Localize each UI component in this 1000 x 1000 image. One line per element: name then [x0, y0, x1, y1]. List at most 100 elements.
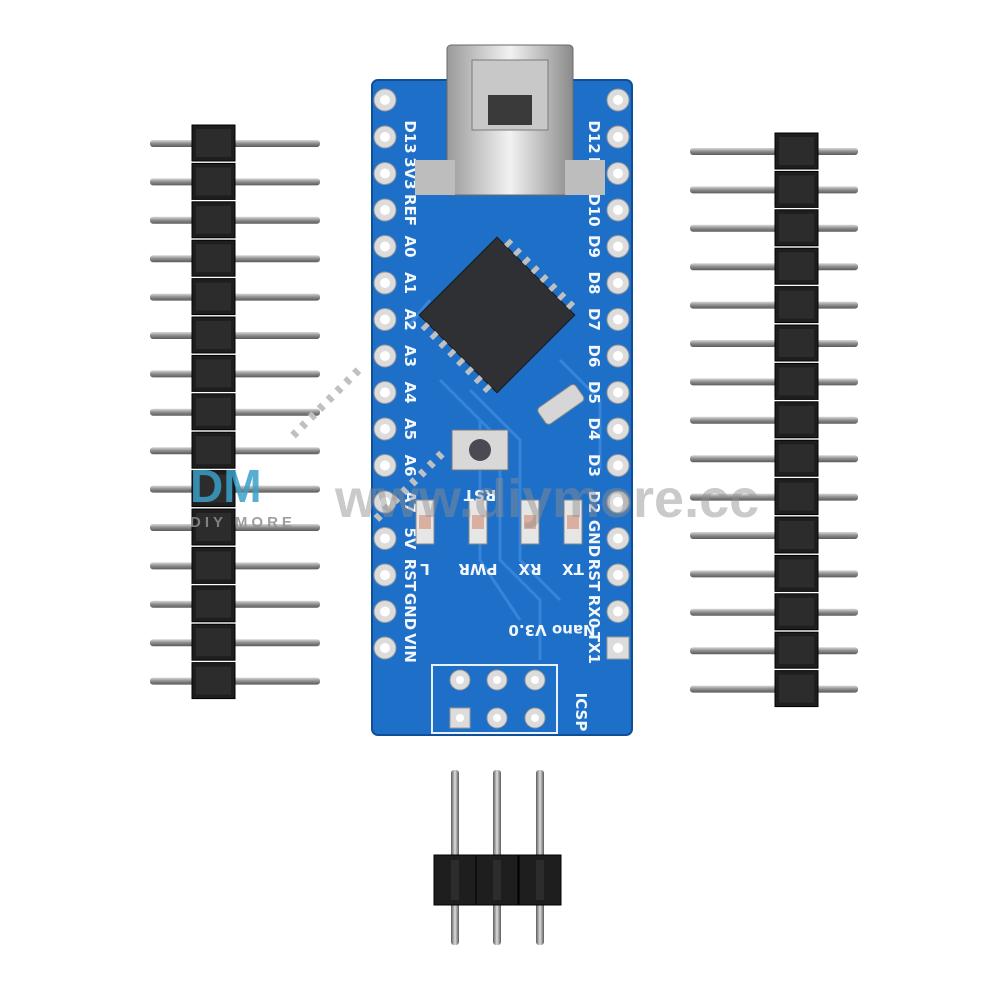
watermark: DM DIY MORE www.diymore.cc: [190, 460, 759, 531]
pin-hole: [606, 563, 630, 587]
left-pin-label: 3V3: [401, 157, 419, 189]
left-header-pin: [150, 585, 320, 623]
right-pin-label: RST: [585, 559, 603, 592]
right-pin-header: [690, 132, 858, 708]
pin-hole: [606, 344, 630, 368]
icsp-hole: [524, 669, 546, 691]
pin-hole: [373, 636, 397, 660]
pin-hole: [606, 527, 630, 550]
right-pin-label: D2: [585, 491, 603, 514]
pin-hole: [606, 198, 630, 222]
icsp-header-area: [431, 664, 558, 734]
pin-hole: [606, 600, 630, 623]
right-pin-label: D5: [585, 381, 603, 404]
left-pin-label: A5: [401, 418, 419, 440]
led-label: L: [420, 560, 430, 578]
usb-connector: [415, 44, 605, 196]
right-header-pin: [690, 439, 858, 477]
left-header-pin: [150, 662, 320, 700]
left-header-pin: [150, 124, 320, 162]
right-pin-label: D3: [585, 454, 603, 477]
left-header-pin: [150, 162, 320, 200]
left-pin-label: A0: [401, 235, 419, 257]
left-pin-header: [150, 124, 320, 700]
watermark-logo-sub: DIY MORE: [190, 514, 296, 531]
icsp-hole: [486, 707, 508, 729]
pin-hole: [373, 162, 397, 185]
pin-hole: [606, 125, 630, 149]
left-pin-label: VIN: [401, 633, 419, 663]
right-header-pin: [690, 631, 858, 669]
pin-hole: [606, 162, 630, 185]
pin-hole: [373, 454, 397, 477]
atmega-chip: [290, 236, 576, 522]
pin-hole: [373, 271, 397, 295]
left-header-pin: [150, 316, 320, 354]
left-pin-label: A7: [401, 491, 419, 513]
pin-hole: [373, 563, 397, 587]
right-pin-label: D6: [585, 345, 603, 368]
right-header-pin: [690, 170, 858, 208]
pin-hole: [606, 308, 630, 331]
board-title: Nano V3.0: [508, 621, 595, 639]
pin-hole: [606, 88, 630, 112]
pin-hole: [373, 308, 397, 331]
right-header-pin: [690, 478, 858, 516]
right-header-pin: [690, 324, 858, 362]
right-pin-label: GND: [585, 520, 603, 557]
icsp-hole: [524, 707, 546, 729]
pcb-traces: [403, 299, 602, 660]
pin-hole: [606, 417, 630, 441]
left-header-pin: [150, 278, 320, 316]
left-header-pin: [150, 508, 320, 546]
left-pin-label: D13: [401, 120, 419, 153]
left-pin-label: REF: [401, 194, 419, 226]
led-label: PWR: [458, 560, 498, 578]
pin-hole: [373, 198, 397, 222]
right-pin-label: D8: [585, 272, 603, 295]
pin-hole: [606, 636, 630, 660]
pin-hole: [373, 381, 397, 404]
nano-pcb: D133V3REFA0A1A2A3A4A5A6A75VRSTGNDVIND12D…: [290, 44, 633, 736]
pin-hole: [373, 88, 397, 112]
right-pin-label: TX1: [585, 632, 603, 664]
pin-hole: [373, 490, 397, 514]
left-pin-label: 5V: [401, 527, 419, 549]
left-header-pin: [150, 470, 320, 508]
pin-hole: [606, 235, 630, 258]
right-header-pin: [690, 209, 858, 247]
left-pin-label: GND: [401, 593, 419, 630]
watermark-logo: DM: [190, 460, 262, 512]
led-l: L: [415, 499, 435, 578]
right-pin-label: D4: [585, 418, 603, 441]
left-pin-label: A4: [401, 381, 419, 403]
pin-hole: [373, 527, 397, 550]
right-header-pin: [690, 670, 858, 708]
left-header-pin: [150, 393, 320, 431]
led-label: TX: [562, 560, 584, 578]
left-header-pin: [150, 354, 320, 392]
right-pin-label: RX0: [585, 595, 603, 629]
icsp-hole: [449, 669, 471, 691]
right-header-pin: [690, 362, 858, 400]
right-header-pin: [690, 132, 858, 170]
left-header-pin: [150, 201, 320, 239]
icsp-label: ICSP: [572, 693, 590, 732]
pin-hole: [373, 235, 397, 258]
led-tx: TX: [562, 499, 584, 578]
left-header-pin: [150, 546, 320, 584]
led-label: RX: [518, 560, 542, 578]
pin-hole: [373, 600, 397, 623]
left-header-pin: [150, 239, 320, 277]
left-pin-label: A6: [401, 454, 419, 476]
bottom-header-pin: [475, 770, 519, 945]
bottom-header-pin: [433, 770, 477, 945]
bottom-pin-header: [433, 770, 562, 945]
reset-label: RST: [463, 486, 496, 504]
right-header-pin: [690, 593, 858, 631]
reset-button[interactable]: [451, 429, 509, 471]
pin-hole: [606, 490, 630, 514]
pin-hole: [373, 125, 397, 149]
